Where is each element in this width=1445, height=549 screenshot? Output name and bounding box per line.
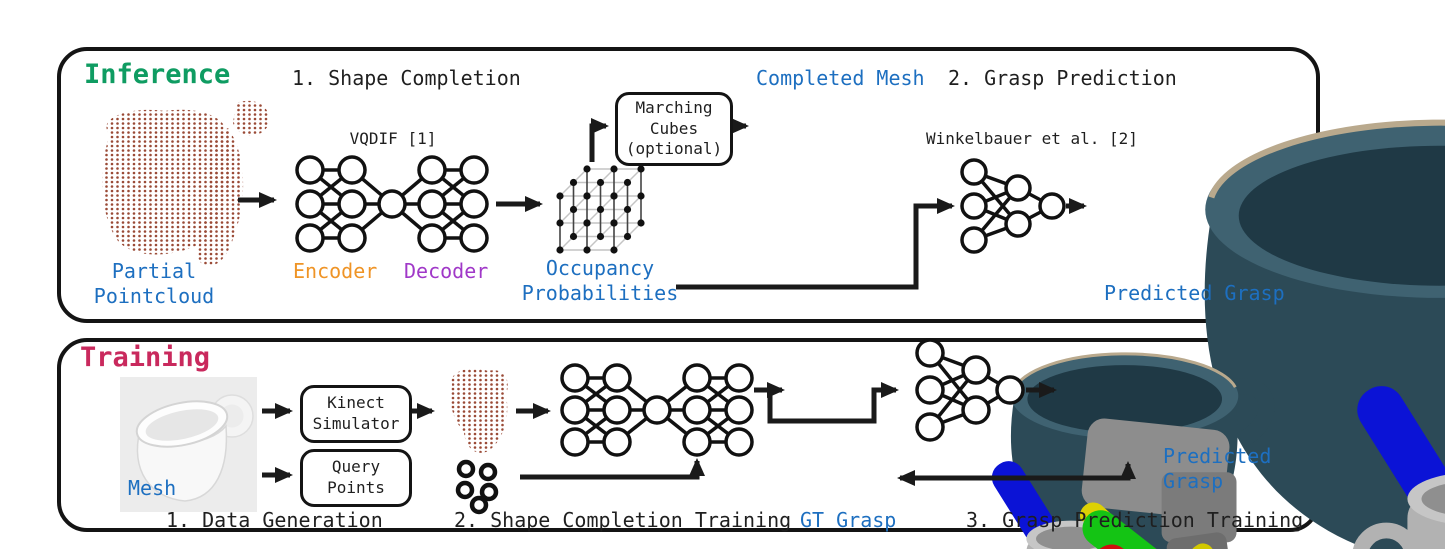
kinect-simulator-label: Kinect Simulator [312,393,400,433]
mesh-mug-image [135,394,254,502]
grasp-network-training [915,338,1025,442]
inference-title: Inference [84,59,231,90]
marching-cubes-box: Marching Cubes (optional) [615,92,733,166]
arrow-gt-vs-predicted [897,461,1136,486]
completed-mesh-label: Completed Mesh [756,66,925,90]
grasp-network-inference [960,158,1066,254]
partial-pointcloud-label: Partial Pointcloud [93,259,215,309]
arrow-query-to-network [520,458,705,480]
query-points-label: Query Points [327,457,385,497]
mesh-label: Mesh [128,476,177,500]
shape-completion-training-heading: 2. Shape Completion Training [454,508,792,532]
step1-heading: 1. Shape Completion [292,66,521,90]
arrow-occupancy-to-grasp-network [676,198,955,290]
encoder-label: Encoder [293,259,378,283]
query-points-box: Query Points [300,449,412,507]
occupancy-grid-image [556,165,645,254]
partial-pointcloud-small-image [450,368,508,453]
partial-pointcloud-image [102,100,269,267]
predicted-grasp-small-label: Predicted Grasp [1163,444,1272,494]
grasp-prediction-training-heading: 3. Grasp Prediction Training [966,508,1304,532]
arrow-bypass-to-grasp-network [767,382,899,424]
winkelbauer-label: Winkelbauer et al. [2] [926,129,1138,148]
shape-completion-network-training [560,363,754,457]
occupancy-label: Occupancy Probabilities [521,256,679,306]
kinect-simulator-box: Kinect Simulator [300,385,412,443]
arrow-occupancy-to-marching-cubes [589,118,609,162]
predicted-grasp-label: Predicted Grasp [1104,281,1285,305]
vqdif-label: VQDIF [1] [349,129,437,148]
training-title: Training [80,342,211,373]
data-generation-heading: 1. Data Generation [166,508,383,532]
query-points-image [455,459,499,515]
gt-grasp-label: GT Grasp [800,508,897,532]
marching-cubes-label: Marching Cubes (optional) [625,97,723,159]
decoder-label: Decoder [404,259,489,283]
vqdif-network [295,155,489,253]
step2-heading: 2. Grasp Prediction [948,66,1177,90]
